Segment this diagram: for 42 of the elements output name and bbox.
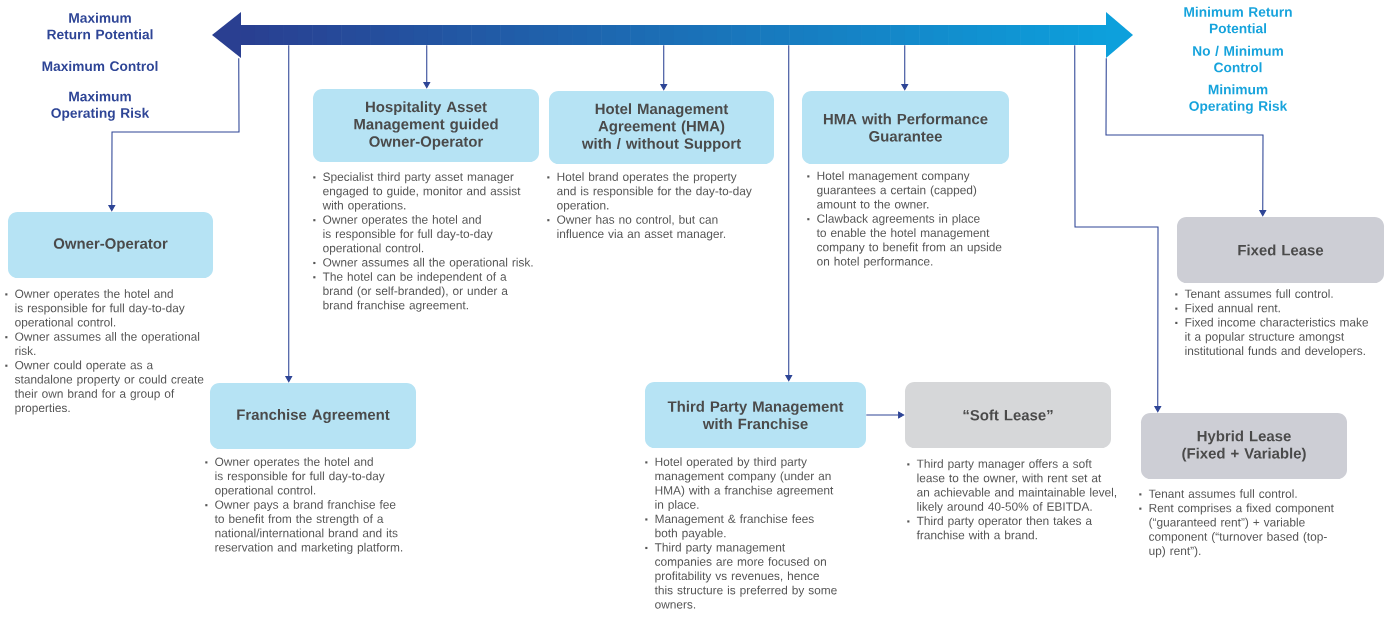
bullet-point: Tenant assumes full control. bbox=[1139, 489, 1297, 498]
arrow bbox=[1074, 44, 1162, 413]
scale-label: No / Minimum Control bbox=[1193, 45, 1283, 73]
bullet-point: Hotel management company guarantees a certain (capped) amount to the owner. bbox=[807, 171, 977, 209]
bullet-point: Owner could operate as a standalone property or could create their own brand for a group of properties. bbox=[5, 360, 204, 415]
option-box: Hybrid Lease (Fixed + Variable) bbox=[1141, 413, 1347, 479]
scale-label: Maximum Operating Risk bbox=[51, 91, 150, 121]
bullet-point: Owner pays a brand franchise fee to benefit from the strength of a national/international brand and its reservation and marketing platform. bbox=[205, 500, 403, 554]
bullet-point: Hotel brand operates the property and is responsible for the day-to-day operation. bbox=[547, 172, 752, 212]
bullet-point: Fixed annual rent. bbox=[1175, 303, 1280, 313]
arrow bbox=[865, 411, 905, 419]
bullet-point: Rent comprises a fixed component (“guaranteed rent”) + variable component (“turnover based (top-up) rent”). bbox=[1139, 503, 1334, 558]
bullet-point: Third party operator then takes a franchise with a brand. bbox=[907, 516, 1092, 540]
option-box: Third Party Management with Franchise bbox=[645, 382, 866, 448]
arrow bbox=[1105, 57, 1267, 217]
bullet-point: Owner assumes all the operational risk. bbox=[5, 332, 200, 356]
option-box: HMA with Performance Guarantee bbox=[802, 91, 1009, 164]
bullet-point: The hotel can be independent of a brand (or self-branded), or under a brand franchise agreement. bbox=[313, 272, 508, 312]
bullet-point: Specialist third party asset manager engaged to guide, monitor and assist with operations. bbox=[313, 172, 521, 212]
bullet-point: Owner operates the hotel and is responsible for full day-to-day operational control. bbox=[313, 215, 493, 255]
double-arrow bbox=[212, 12, 1133, 58]
option-box: Hospitality Asset Management guided Owner-Operator bbox=[313, 89, 539, 162]
bullet-point: Third party management companies are more focused on profitability vs revenues, hence this structure is preferred by some owners. bbox=[645, 542, 837, 609]
scale-label: Minimum Return Potential bbox=[1184, 6, 1292, 34]
option-box: Fixed Lease bbox=[1177, 217, 1384, 283]
scale-label: Maximum Control bbox=[42, 60, 158, 72]
bullet-point: Owner operates the hotel and is responsible for full day-to-day operational control. bbox=[205, 457, 385, 497]
option-box: Hotel Management Agreement (HMA) with / without Support bbox=[549, 91, 774, 164]
bullet-point: Owner assumes all the operational risk. bbox=[313, 257, 533, 269]
scale-label: Minimum Operating Risk bbox=[1189, 84, 1288, 114]
bullet-point: Owner operates the hotel and is responsible for full day-to-day operational control. bbox=[5, 289, 185, 329]
bullet-point: Fixed income characteristics make it a popular structure amongst institutional funds and developers. bbox=[1175, 317, 1368, 358]
option-box: Owner-Operator bbox=[8, 212, 213, 278]
bullet-point: Tenant assumes full control. bbox=[1175, 289, 1333, 298]
bullet-point: Hotel operated by third party management company (under an HMA) with a franchise agreement in place. bbox=[645, 457, 834, 512]
bullet-point: Third party manager offers a soft lease to the owner, with rent set at an achievable and maintainable level, likely around 40-50% of EBITDA. bbox=[907, 459, 1117, 514]
bullet-point: Management & franchise fees both payable. bbox=[645, 514, 814, 540]
option-box: Franchise Agreement bbox=[210, 383, 416, 449]
bullet-point: Clawback agreements in place to enable the hotel management company to benefit from an upside on hotel performance. bbox=[807, 214, 1002, 268]
bullet-point: Owner has no control, but can influence via an asset manager. bbox=[547, 215, 726, 241]
scale-label: Maximum Return Potential bbox=[47, 12, 153, 40]
option-box: “Soft Lease” bbox=[905, 382, 1111, 448]
